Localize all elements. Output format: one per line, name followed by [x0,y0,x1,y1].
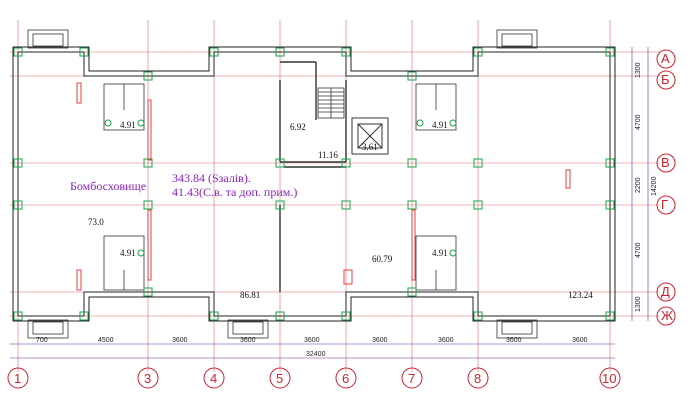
wc-blocks [103,83,457,291]
room-left-bottom-wc: 4.91 [120,248,136,258]
axis-label-b: Б [661,72,670,87]
room-center-hall: 86.81 [240,290,260,300]
room-right-hall: 123.24 [568,290,593,300]
dimension-lines [10,47,649,359]
axis-label-6: 6 [342,371,349,386]
dim-bottom-2: 3600 [172,337,188,344]
columns [13,47,615,321]
room-right-bottom-wc: 4.91 [432,248,448,258]
dim-bottom-3: 3600 [240,337,256,344]
axis-grid [10,20,660,372]
axis-label-zh: Ж [661,308,673,323]
axis-label-1: 1 [14,371,21,386]
dim-bottom-5: 3600 [372,337,388,344]
dim-right-3: 4700 [635,242,642,258]
dim-bottom-total: 32400 [306,351,326,358]
dim-bottom-7: 3600 [506,337,522,344]
axis-label-10: 10 [602,371,616,386]
dim-right-4: 1300 [635,296,642,312]
dim-right-2: 2200 [635,177,642,193]
axis-label-5: 5 [276,371,283,386]
axis-label-3: 3 [144,371,151,386]
axis-labels-right: А Б В Г Д Ж [661,51,673,323]
dim-bottom-0: 700 [36,337,48,344]
room-right-small: 60.79 [372,254,393,264]
shelter-area-aux: 41.43(С.в. та доп. прим.) [172,185,297,199]
room-stair: 6.92 [290,122,306,132]
stairs [317,87,345,119]
partitions [279,61,347,292]
axis-label-v: В [661,155,670,170]
room-left-hall: 73.0 [88,217,104,227]
axis-label-g: Г [661,197,668,212]
axis-labels-bottom: 1 3 4 5 6 7 8 10 [14,371,616,386]
shelter-label: Бомбосховище [70,179,146,193]
dim-right-0: 1300 [635,62,642,78]
dims-right: 1300 4700 2200 4700 1300 14200 [635,62,658,312]
elevator-shaft [351,117,389,155]
shelter-area-halls: 343.84 (Sзалів). [172,171,251,185]
axis-label-a: А [661,51,670,66]
axis-label-4: 4 [210,371,217,386]
dim-bottom-4: 3600 [304,337,320,344]
dim-right-total: 14200 [651,176,658,196]
outer-walls [12,46,616,322]
light-wells [27,29,538,339]
dim-bottom-8: 3600 [572,337,588,344]
red-markers [76,82,571,291]
axis-label-7: 7 [408,371,415,386]
dim-bottom-1: 4500 [98,337,114,344]
room-right-top-wc: 4.91 [432,120,448,130]
axis-bubbles-bottom [7,367,621,389]
room-elevator: 3.61 [362,142,378,152]
axis-bubbles-right [656,49,676,326]
axis-label-8: 8 [474,371,481,386]
dim-bottom-6: 3600 [438,337,454,344]
room-corridor: 11.16 [318,150,338,160]
room-left-top-wc: 4.91 [120,120,136,130]
dims-bottom: 700 4500 3600 3600 3600 3600 3600 3600 3… [36,337,588,358]
dim-right-1: 4700 [635,114,642,130]
axis-label-d: Д [661,284,670,299]
